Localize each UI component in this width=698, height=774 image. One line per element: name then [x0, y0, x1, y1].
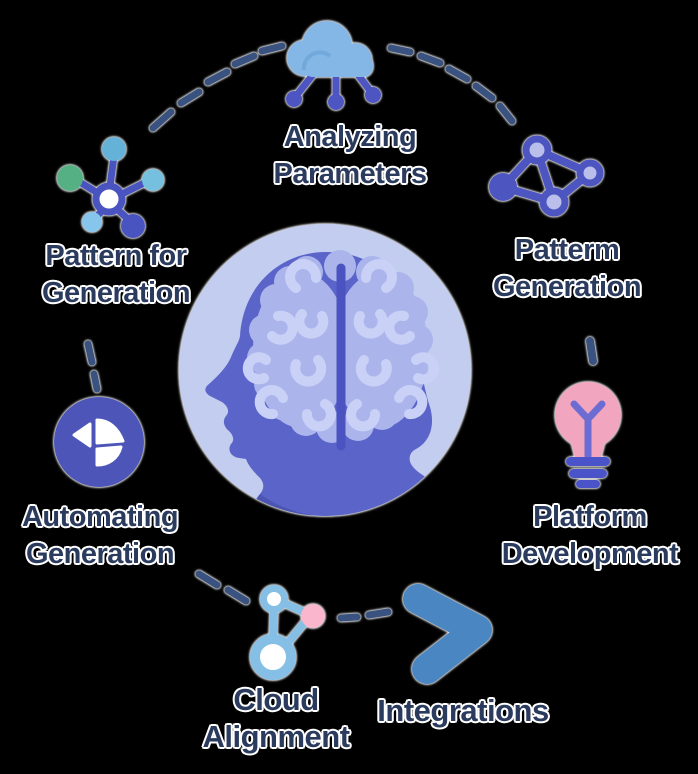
dashed-arc-left [149, 42, 286, 132]
label-line: Generation [25, 538, 175, 570]
label-line: Generation [492, 271, 642, 303]
label-platform-development: Platform Development [460, 499, 698, 573]
brain-head-icon [179, 224, 471, 516]
chevron-arrow-icon [403, 584, 492, 684]
label-automating-generation: Automating Generation [0, 499, 230, 573]
dashed-connector-bottom-center [337, 608, 392, 622]
dashed-connector-right-vertical [586, 337, 597, 365]
label-line: Integrations [377, 693, 549, 728]
pie-circle-icon [54, 397, 144, 487]
network-graph-icon [489, 135, 604, 217]
label-line: Parameters [273, 158, 428, 190]
label-line: Alignment [202, 719, 350, 754]
atom-icon [57, 137, 164, 238]
label-line: Platform [533, 501, 647, 533]
label-line: Development [501, 538, 679, 570]
lightbulb-icon [555, 382, 621, 488]
dashed-connector-bottom-left [195, 570, 250, 605]
label-line: Patterm [514, 234, 620, 266]
molecule-icon [250, 585, 325, 680]
label-cloud-alignment: Cloud Alignment [146, 681, 406, 755]
label-pattern-for-generation: Pattern for Generation [0, 238, 246, 312]
label-line: Generation [41, 277, 191, 309]
label-patterm-generation: Patterm Generation [437, 232, 697, 306]
label-line: Cloud [233, 682, 319, 717]
label-line: Analyzing [283, 121, 417, 153]
label-line: Automating [21, 501, 179, 533]
label-line: Pattern for [45, 240, 187, 272]
cloud-network-icon [286, 21, 381, 110]
dashed-arc-right [387, 44, 516, 125]
label-integrations: Integrations [333, 692, 593, 729]
dashed-connector-left-vertical [84, 340, 101, 393]
label-analyzing-parameters: Analyzing Parameters [220, 119, 480, 193]
